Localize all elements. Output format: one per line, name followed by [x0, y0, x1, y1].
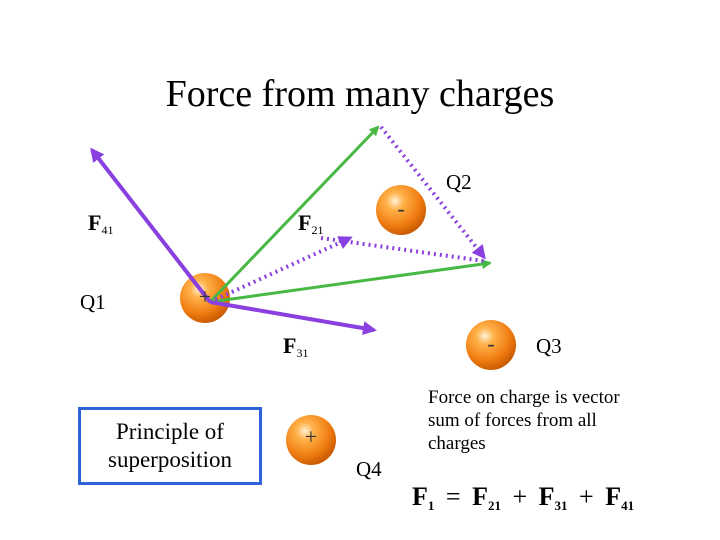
charge-q3-ball: [466, 320, 516, 370]
superposition-note: Force on charge is vector sum of forces …: [428, 387, 620, 454]
equation-term-31: F: [538, 482, 555, 511]
page-title: Force from many charges: [165, 73, 555, 115]
equation-plus: +: [512, 482, 528, 511]
force-31-label: F31: [283, 333, 309, 360]
force-21-label: F21: [298, 210, 324, 237]
principle-box: Principle of superposition: [78, 407, 262, 485]
charge-q4-sign: +: [304, 424, 318, 449]
force-31-vector: [209, 300, 377, 336]
equation-plus: +: [579, 482, 594, 511]
charge-q2-label: Q2: [446, 170, 472, 194]
force-41-vector: [90, 147, 212, 304]
charge-q2-sign: -: [397, 196, 405, 221]
superposition-equation: F1 = F21 + F31 + F41: [412, 482, 635, 513]
dotted-parallelogram-side: [379, 125, 486, 260]
charge-q3-label: Q3: [536, 334, 562, 358]
charge-q1-label: Q1: [80, 290, 106, 314]
equation-equals: =: [445, 482, 461, 511]
force-21-dotted-arrow: [209, 236, 353, 304]
charge-q4-ball: [286, 415, 336, 465]
resultant-force-vector: [209, 259, 492, 304]
equation-lhs: F: [412, 482, 428, 511]
equation-term-21: F: [472, 482, 488, 511]
force-41-label: F41: [88, 210, 114, 237]
charge-q1-sign: +: [198, 284, 212, 309]
principle-text: Principle of superposition: [108, 419, 232, 472]
equation-term-41: F: [605, 482, 622, 511]
dotted-parallelogram-bottom: [320, 236, 485, 263]
charge-q2-ball: [376, 185, 426, 235]
charge-q3-sign: -: [487, 331, 495, 356]
force-21-vector: [208, 125, 380, 304]
charge-q4-label: Q4: [356, 457, 382, 481]
